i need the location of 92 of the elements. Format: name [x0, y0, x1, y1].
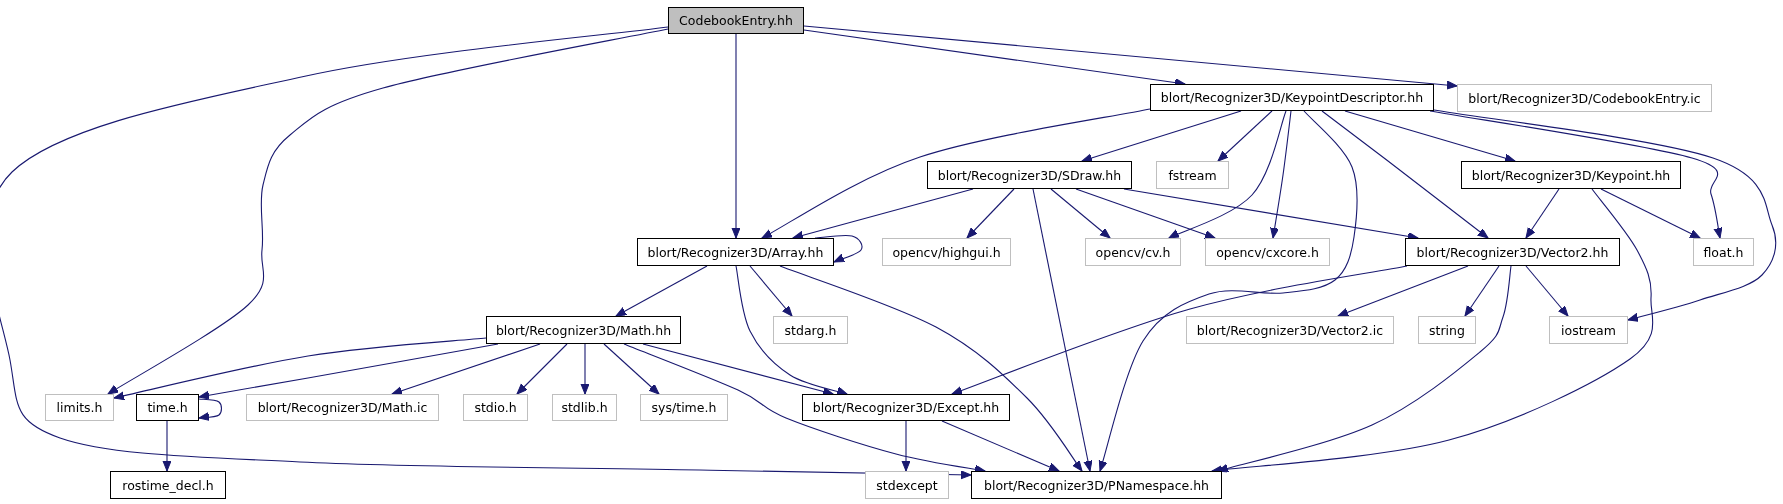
include-arrow — [615, 265, 708, 317]
header-file-box — [971, 471, 1222, 499]
file-name: blort/Recognizer3D/Math.hh — [495, 322, 672, 338]
include-arrow — [603, 343, 660, 395]
file-name: blort/Recognizer3D/Array.hh — [647, 244, 824, 260]
include-arrow — [107, 28, 669, 395]
header-file-box — [1150, 84, 1434, 111]
include-arrow — [966, 188, 1015, 239]
file-name: stdlib.h — [561, 400, 608, 415]
file-name: stdarg.h — [784, 322, 837, 338]
file-name: opencv/cxcore.h — [1216, 244, 1319, 260]
header-file-box — [486, 316, 681, 344]
file-name: string — [1429, 322, 1465, 338]
include-arrow — [0, 26, 972, 480]
file-name: CodebookEntry.hh — [679, 13, 793, 28]
include-arrow — [803, 25, 1458, 90]
self-loop-arrow — [198, 398, 223, 422]
header-file-box — [246, 394, 439, 421]
file-name: blort/Recognizer3D/Math.ic — [257, 400, 428, 415]
file-name: time.h — [147, 400, 188, 415]
include-arrow — [113, 337, 487, 401]
include-arrow — [1081, 110, 1242, 163]
include-arrow — [735, 265, 848, 396]
include-arrow — [779, 265, 1083, 472]
include-arrow — [941, 420, 1060, 472]
file-name: blort/Recognizer3D/Vector2.ic — [1196, 322, 1384, 338]
file-name: sys/time.h — [651, 400, 717, 415]
file-name: blort/Recognizer3D/CodebookEntry.ic — [1468, 90, 1701, 106]
include-arrow — [1600, 188, 1701, 239]
header-file-box — [1418, 316, 1476, 344]
header-file-box — [1156, 161, 1229, 189]
header-file-box — [802, 394, 1010, 421]
include-arrow — [731, 33, 741, 239]
header-file-box — [637, 238, 834, 266]
file-name: fstream — [1168, 167, 1217, 183]
include-arrow — [1075, 188, 1216, 239]
file-name: iostream — [1561, 322, 1616, 338]
file-name: blort/Recognizer3D/Except.hh — [812, 400, 1000, 415]
header-file-box — [110, 471, 226, 499]
file-name: rostime_decl.h — [122, 477, 214, 493]
include-arrow — [1433, 109, 1777, 322]
header-file-box — [463, 394, 528, 421]
include-arrow — [1464, 265, 1500, 317]
include-arrow — [1344, 110, 1516, 163]
header-file-box — [1186, 316, 1394, 344]
include-arrow — [1168, 110, 1287, 239]
include-arrow — [1321, 110, 1489, 239]
file-name: blort/Recognizer3D/Keypoint.hh — [1471, 167, 1671, 183]
header-file-box — [865, 471, 949, 499]
header-file-box — [882, 238, 1011, 266]
include-arrow — [1270, 110, 1292, 239]
include-arrow — [1525, 188, 1560, 239]
file-name: float.h — [1703, 244, 1744, 260]
file-name: opencv/highgui.h — [892, 244, 1001, 260]
include-arrow — [162, 420, 172, 472]
include-arrow — [1525, 265, 1569, 317]
file-name: stdexcept — [876, 477, 938, 493]
file-name: blort/Recognizer3D/Vector2.hh — [1416, 244, 1609, 260]
include-arrow — [749, 265, 793, 317]
include-arrow — [1337, 265, 1469, 317]
header-file-box — [1405, 238, 1620, 266]
header-file-box — [1085, 238, 1181, 266]
header-file-box — [668, 7, 804, 34]
include-arrow — [516, 343, 568, 395]
file-name: limits.h — [56, 400, 103, 415]
file-name: blort/Recognizer3D/SDraw.hh — [937, 167, 1122, 183]
header-file-box — [1205, 238, 1330, 266]
header-file-box — [773, 316, 848, 344]
file-name: stdio.h — [474, 400, 517, 415]
file-name: opencv/cv.h — [1095, 244, 1171, 260]
include-arrow — [1098, 110, 1358, 472]
file-name: blort/Recognizer3D/PNamespace.hh — [983, 477, 1210, 493]
header-file-box — [640, 394, 728, 421]
file-name: blort/Recognizer3D/KeypointDescriptor.hh — [1160, 90, 1424, 105]
header-file-box — [1457, 84, 1712, 112]
header-file-box — [1461, 161, 1681, 189]
include-arrow — [580, 343, 590, 395]
include-arrow — [792, 188, 974, 240]
header-file-box — [552, 394, 617, 421]
include-arrow — [1217, 110, 1273, 162]
header-file-box — [136, 394, 199, 421]
include-arrow — [761, 108, 1151, 239]
header-file-box — [45, 394, 114, 421]
include-arrow — [642, 343, 834, 396]
header-file-box — [927, 161, 1132, 189]
include-arrow — [901, 420, 911, 472]
include-arrow — [951, 265, 1408, 395]
include-arrow — [1050, 188, 1111, 239]
header-file-box — [1549, 316, 1628, 344]
header-file-box — [1693, 238, 1754, 266]
include-arrow — [1032, 188, 1093, 472]
include-arrow — [391, 343, 541, 396]
